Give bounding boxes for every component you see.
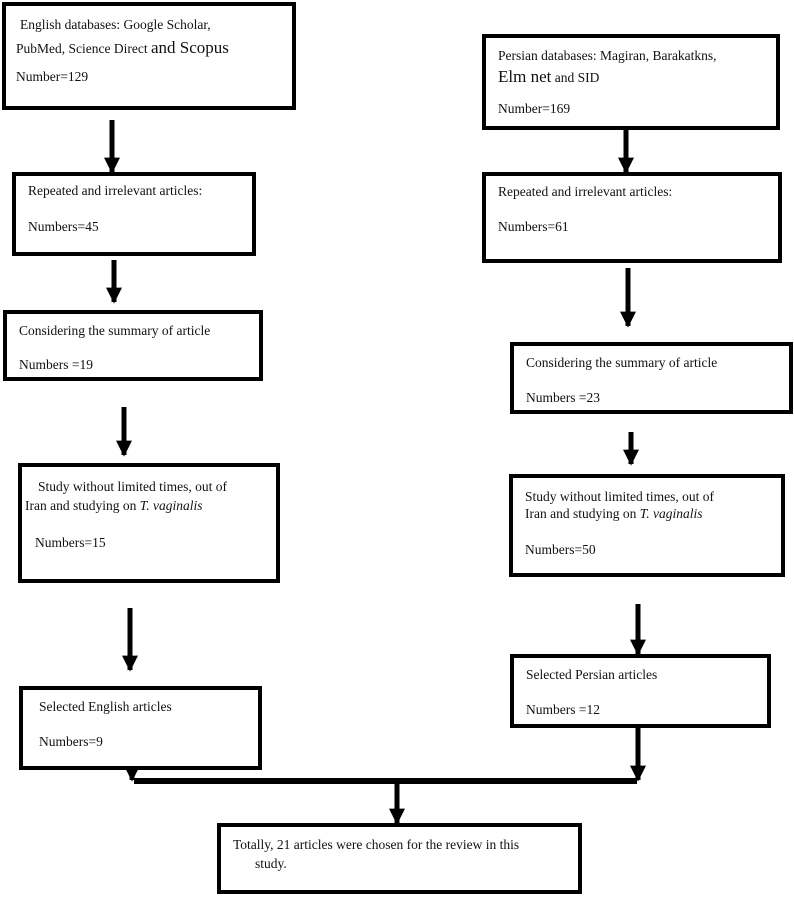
final-result-box: Totally, 21 articles were chosen for the… [217,823,582,894]
persian-study-box: Study without limited times, out of Iran… [509,474,785,577]
persian-summary-number: Numbers =23 [526,390,600,405]
english-selected-box: Selected English articles Numbers=9 [19,686,262,770]
persian-selected-box: Selected Persian articles Numbers =12 [510,654,771,728]
persian-summary-box: Considering the summary of article Numbe… [510,342,793,414]
persian-databases-box: Persian databases: Magiran, Barakatkns, … [482,34,780,130]
final-result-line1: Totally, 21 articles were chosen for the… [233,837,520,852]
persian-study-number: Numbers=50 [525,542,596,557]
english-summary-number: Numbers =19 [19,357,93,372]
persian-summary-label: Considering the summary of article [526,355,718,370]
english-selected-label: Selected English articles [39,699,172,714]
persian-repeated-box: Repeated and irrelevant articles: Number… [482,172,782,263]
persian-repeated-number: Numbers=61 [498,219,569,234]
persian-study-line1: Study without limited times, out of [525,489,714,504]
english-repeated-label: Repeated and irrelevant articles: [28,183,203,198]
persian-repeated-label: Repeated and irrelevant articles: [498,184,673,199]
persian-study-line2: Iran and studying on T. vaginalis [525,506,703,521]
english-selected-number: Numbers=9 [39,734,103,749]
english-summary-label: Considering the summary of article [19,323,211,338]
persian-selected-label: Selected Persian articles [526,667,658,682]
persian-databases-number: Number=169 [498,101,571,116]
english-databases-line2: PubMed, Science Direct and Scopus [16,38,229,57]
persian-selected-number: Numbers =12 [526,702,600,717]
english-databases-line1: English databases: Google Scholar, [20,17,211,32]
english-databases-box: English databases: Google Scholar, PubMe… [2,2,296,110]
english-repeated-box: Repeated and irrelevant articles: Number… [12,172,256,256]
english-repeated-number: Numbers=45 [28,219,99,234]
persian-databases-line1: Persian databases: Magiran, Barakatkns, [498,48,717,63]
english-study-line2: Iran and studying on T. vaginalis [25,498,203,513]
final-result-line2: study. [255,856,287,871]
english-study-box: Study without limited times, out of Iran… [18,463,280,583]
english-databases-number: Number=129 [16,69,89,84]
persian-databases-line2: Elm net and SID [498,67,600,86]
english-study-number: Numbers=15 [35,535,106,550]
english-summary-box: Considering the summary of article Numbe… [3,310,263,381]
english-study-line1: Study without limited times, out of [38,479,227,494]
